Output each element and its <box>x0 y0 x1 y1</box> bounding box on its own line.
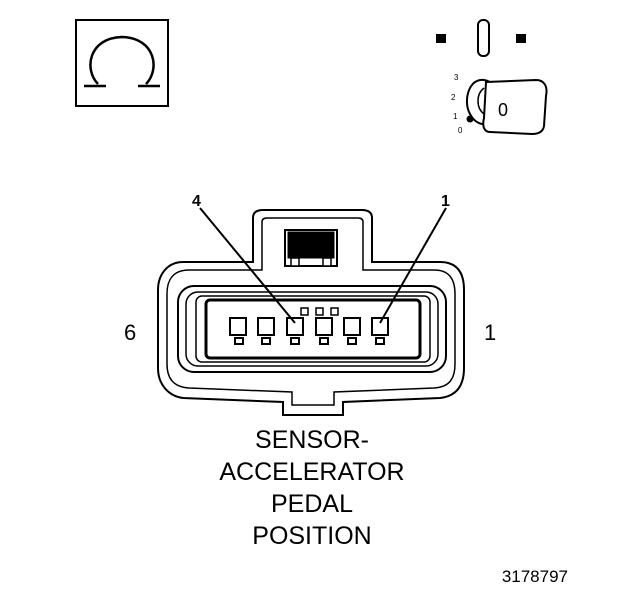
caption-line-4: POSITION <box>252 522 372 550</box>
caption-line-3: PEDAL <box>271 490 353 518</box>
callout-pin-1: 1 <box>441 193 450 210</box>
ignition-position-1: 1 <box>453 112 458 121</box>
six-pin-connector-icon <box>157 209 465 416</box>
callout-pin-4: 4 <box>192 193 201 210</box>
connector-caption: SENSOR- ACCELERATOR PEDAL POSITION <box>162 424 462 552</box>
side-label-pin-1: 1 <box>484 320 496 345</box>
callout-line-pin-1 <box>379 207 447 324</box>
ignition-position-0: 0 <box>458 126 463 135</box>
ignition-position-3: 3 <box>454 73 459 82</box>
ignition-key-icon: 3 2 1 0 0 <box>436 19 548 136</box>
ohm-meter-icon <box>75 19 169 107</box>
side-label-pin-6: 6 <box>124 320 136 345</box>
caption-line-2: ACCELERATOR <box>219 458 405 486</box>
ignition-position-2: 2 <box>451 93 456 102</box>
callout-line-pin-4 <box>199 207 296 324</box>
figure-number: 3178797 <box>501 567 568 586</box>
caption-line-1: SENSOR- <box>255 426 369 454</box>
key-label: 0 <box>498 100 508 120</box>
